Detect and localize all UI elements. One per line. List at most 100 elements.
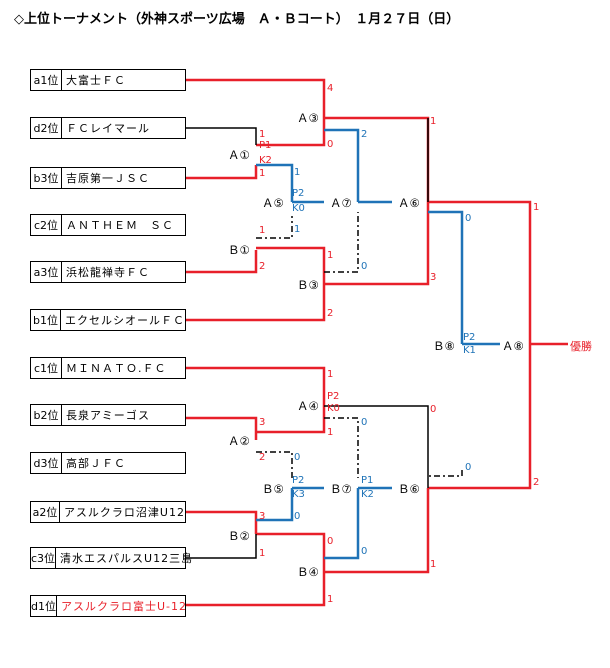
score: 1 <box>294 167 301 178</box>
team-box: c1位 ＭＩＮＡＴＯ.ＦＣ <box>30 357 186 379</box>
match-label-b8: Ｂ⑧ <box>433 339 455 353</box>
team-box: b1位 エクセルシオールＦＣ <box>30 309 186 331</box>
score: 1 <box>430 116 437 127</box>
team-box: c3位 清水エスパルスU12三島 <box>30 547 192 569</box>
page-title: ◇上位トーナメント（外神スポーツ広場 Ａ・Ｂコート） １月２７日（日） <box>14 12 460 27</box>
dashed-paths <box>256 212 463 478</box>
score: P2 <box>463 332 476 343</box>
score: 4 <box>327 83 334 94</box>
score: P2 <box>292 188 305 199</box>
match-label-a7: Ａ⑦ <box>330 196 352 210</box>
match-label-b2: Ｂ② <box>228 529 250 543</box>
team-rank: c1位 <box>31 358 62 378</box>
score: 1 <box>259 129 266 140</box>
match-label-b6: Ｂ⑥ <box>398 482 420 496</box>
score: 0 <box>361 546 368 557</box>
team-box: d2位 ＦＣレイマール <box>30 117 186 139</box>
score: 0 <box>465 213 472 224</box>
team-box: d1位 アスルクラロ富士U-12 <box>30 595 186 617</box>
team-box: c2位 ＡＮＴＨＥＭ ＳＣ <box>30 214 186 236</box>
score: K1 <box>463 345 476 356</box>
team-rank: d3位 <box>31 453 62 473</box>
score: 0 <box>294 511 301 522</box>
team-name: ＭＩＮＡＴＯ.ＦＣ <box>66 362 167 375</box>
team-rank: c3位 <box>31 548 57 568</box>
team-name: アスルクラロ沼津U12 <box>63 506 185 519</box>
score: P2 <box>292 475 305 486</box>
team-rank: a1位 <box>31 70 62 90</box>
score: 0 <box>327 139 334 150</box>
match-label-a5: Ａ⑤ <box>262 196 284 210</box>
score: 1 <box>259 225 266 236</box>
score: 2 <box>259 452 266 463</box>
score: 1 <box>294 224 301 235</box>
match-label-a2: Ａ② <box>228 434 250 448</box>
team-name: ＡＮＴＨＥＭ ＳＣ <box>66 219 174 232</box>
score: 1 <box>327 594 334 605</box>
score: 1 <box>259 168 266 179</box>
team-box: a1位 大富士ＦＣ <box>30 69 186 91</box>
match-label-b1: Ｂ① <box>228 243 250 257</box>
team-box: a2位 アスルクラロ沼津U12 <box>30 501 186 523</box>
match-label-b7: Ｂ⑦ <box>330 482 352 496</box>
match-label-a8: Ａ⑧ <box>502 339 524 353</box>
score: 2 <box>361 129 368 140</box>
score: K0 <box>327 403 340 414</box>
score: K0 <box>292 203 305 214</box>
score: 2 <box>533 477 540 488</box>
team-rank: a2位 <box>31 502 60 522</box>
score: K2 <box>259 155 272 166</box>
team-name: ＦＣレイマール <box>66 122 150 135</box>
score: 0 <box>430 404 437 415</box>
score: K3 <box>292 489 305 500</box>
team-name: アスルクラロ富士U-12 <box>60 600 188 613</box>
score: P2 <box>327 391 340 402</box>
team-rank: a3位 <box>31 262 62 282</box>
winner-paths <box>186 78 568 607</box>
team-box: b3位 吉原第一ＪＳＣ <box>30 167 186 189</box>
team-rank: d2位 <box>31 118 62 138</box>
team-name: 吉原第一ＪＳＣ <box>66 172 150 185</box>
team-name: 長泉アミーゴス <box>66 409 150 422</box>
team-rank: c2位 <box>31 215 62 235</box>
score: 1 <box>259 548 266 559</box>
team-name: 高部ＪＦＣ <box>66 457 126 470</box>
score: 0 <box>465 462 472 473</box>
score: 0 <box>327 536 334 547</box>
loser-paths <box>186 118 429 559</box>
match-label-a4: Ａ④ <box>297 399 319 413</box>
score: 3 <box>259 511 266 522</box>
score: 1 <box>327 250 334 261</box>
team-rank: d1位 <box>31 596 57 616</box>
team-rank: b2位 <box>31 405 62 425</box>
score: 0 <box>361 261 368 272</box>
score: 1 <box>533 202 540 213</box>
team-rank: b1位 <box>31 310 61 330</box>
score: 2 <box>327 308 334 319</box>
team-rank: b3位 <box>31 168 62 188</box>
score: 1 <box>327 369 334 380</box>
score: 0 <box>294 452 301 463</box>
score: P1 <box>259 140 272 151</box>
team-name: 浜松龍禅寺ＦＣ <box>66 266 150 279</box>
score: 3 <box>430 272 437 283</box>
blue-paths <box>256 128 500 560</box>
team-name: 清水エスパルスU12三島 <box>60 552 194 565</box>
match-label-b5: Ｂ⑤ <box>262 482 284 496</box>
score: 2 <box>259 261 266 272</box>
match-label-a3: Ａ③ <box>297 111 319 125</box>
team-box: a3位 浜松龍禅寺ＦＣ <box>30 261 186 283</box>
team-name: 大富士ＦＣ <box>66 74 126 87</box>
team-box: b2位 長泉アミーゴス <box>30 404 186 426</box>
score: 3 <box>259 417 266 428</box>
score: 0 <box>361 417 368 428</box>
match-label-a1: Ａ① <box>228 148 250 162</box>
match-label-a6: Ａ⑥ <box>398 196 420 210</box>
score: 1 <box>327 427 334 438</box>
winner-label: 優勝 <box>570 340 592 353</box>
score: K2 <box>361 489 374 500</box>
team-name: エクセルシオールＦＣ <box>65 314 185 327</box>
match-label-b4: Ｂ④ <box>297 565 319 579</box>
score: 1 <box>430 559 437 570</box>
